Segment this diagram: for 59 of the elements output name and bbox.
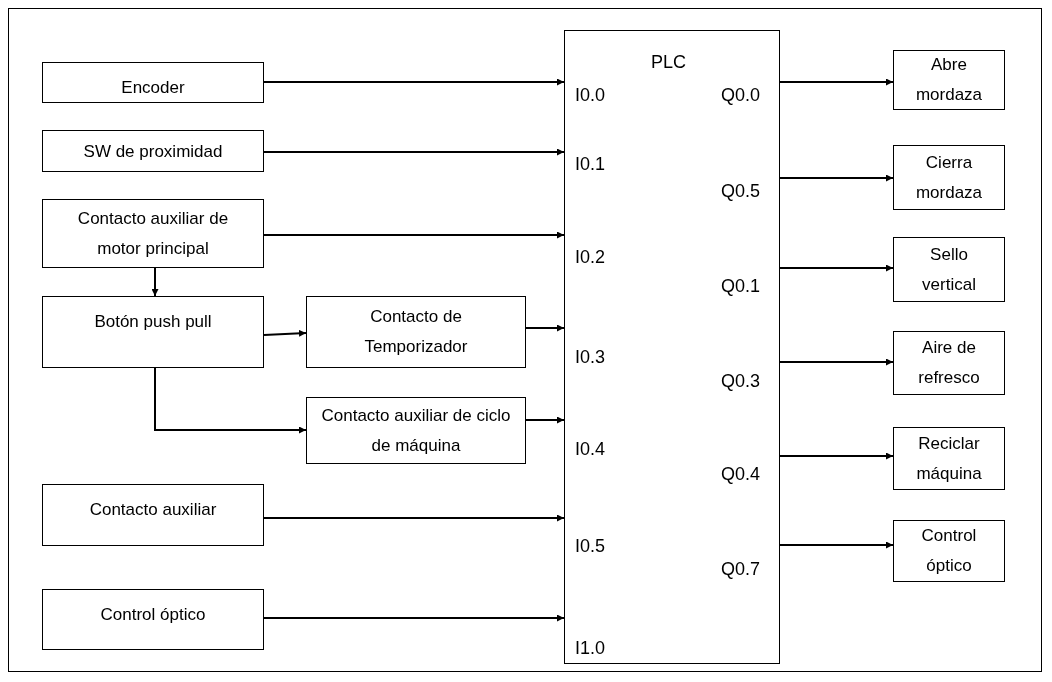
process-box: [893, 50, 1005, 110]
box-label: Contacto auxiliar de motor principal: [76, 207, 230, 260]
arrow: [779, 541, 894, 549]
block-title: PLC: [651, 51, 686, 73]
input-label: I0.0: [575, 84, 606, 106]
process-box: [893, 427, 1005, 490]
arrow: [263, 78, 565, 86]
arrow: [154, 367, 307, 434]
box-label: Abre mordaza: [914, 54, 984, 106]
arrow: [263, 148, 565, 156]
arrow: [263, 329, 307, 337]
input-label: I0.2: [575, 246, 606, 268]
arrow: [525, 416, 565, 424]
process-box: [42, 199, 264, 268]
box-label: Sello vertical: [921, 243, 977, 296]
input-label: I0.4: [575, 438, 606, 460]
output-label: Q0.3: [721, 370, 761, 392]
input-label: I1.0: [575, 637, 606, 659]
input-label: I0.3: [575, 346, 606, 368]
process-box: [893, 237, 1005, 302]
box-label: Aire de refresco: [917, 337, 981, 389]
box-label: Encoder: [121, 77, 185, 99]
arrow: [525, 324, 565, 332]
box-label: SW de proximidad: [83, 140, 223, 163]
input-label: I0.1: [575, 153, 606, 175]
arrow: [151, 267, 159, 297]
box-label: Contacto de Temporizador: [363, 306, 469, 358]
output-label: Q0.5: [721, 180, 761, 202]
output-label: Q0.7: [721, 558, 761, 580]
arrow: [263, 514, 565, 522]
arrow: [263, 614, 565, 622]
box-label: Cierra mordaza: [914, 151, 984, 204]
process-box: [893, 331, 1005, 395]
process-box: [42, 589, 264, 650]
process-box: [42, 296, 264, 368]
output-label: Q0.1: [721, 275, 761, 297]
arrow: [779, 358, 894, 366]
plc-block: [564, 30, 780, 664]
process-box: [306, 397, 526, 464]
arrow: [263, 231, 565, 239]
process-box: [42, 484, 264, 546]
arrow: [779, 452, 894, 460]
process-box: [42, 130, 264, 172]
process-box: [893, 520, 1005, 582]
arrow: [779, 264, 894, 272]
box-label: Contacto auxiliar de ciclo de máquina: [320, 404, 512, 457]
box-label: Reciclar máquina: [915, 432, 983, 485]
box-label: Contacto auxiliar: [89, 499, 217, 521]
process-box: [893, 145, 1005, 210]
box-label: Control óptico: [920, 525, 978, 577]
process-box: [306, 296, 526, 368]
box-label: Botón push pull: [94, 311, 212, 333]
box-label: Control óptico: [100, 604, 206, 626]
output-label: Q0.4: [721, 463, 761, 485]
arrow: [779, 174, 894, 182]
input-label: I0.5: [575, 535, 606, 557]
process-box: [42, 62, 264, 103]
arrow: [779, 78, 894, 86]
output-label: Q0.0: [721, 84, 761, 106]
